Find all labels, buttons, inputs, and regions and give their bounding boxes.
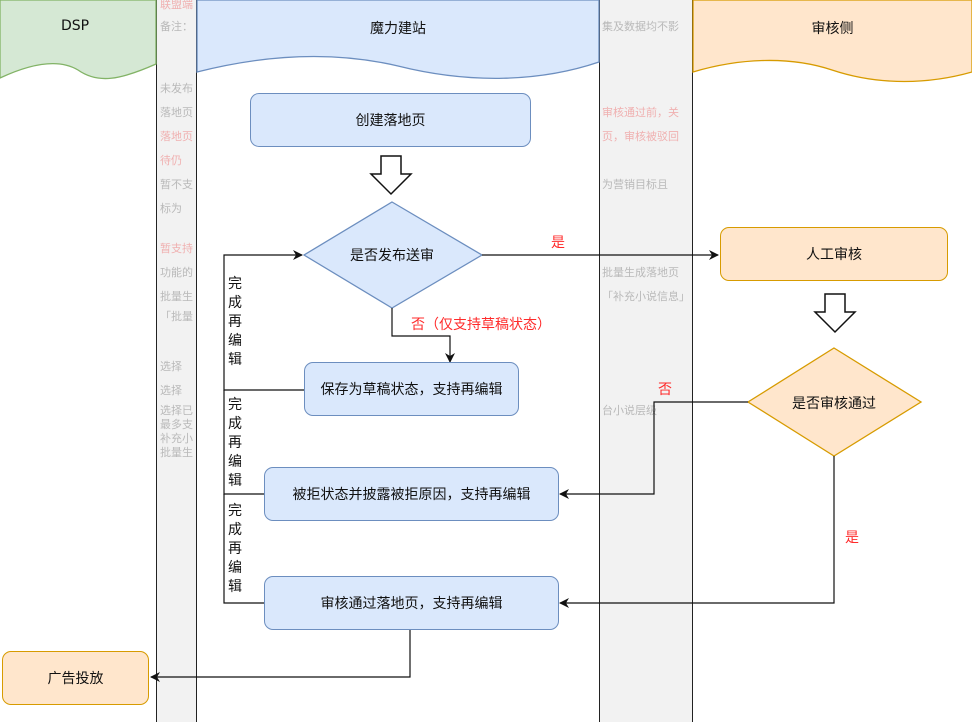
- bg-note: 审核通过前，关: [602, 106, 679, 119]
- approved-node[interactable]: 审核通过落地页，支持再编辑: [264, 576, 559, 630]
- create-landing-page-node[interactable]: 创建落地页: [250, 93, 531, 147]
- lane-header-dsp: [0, 0, 157, 80]
- lane-header-moli: [196, 0, 600, 79]
- bg-note: 选择已: [160, 404, 193, 417]
- manual-review-label: 人工审核: [806, 247, 862, 263]
- edge-to-ad-delivery: [150, 630, 411, 682]
- bg-note: 最多支: [160, 418, 193, 431]
- lane-title-moli: 魔力建站: [370, 21, 426, 37]
- bg-note: 暂支持: [160, 242, 193, 255]
- draft-node[interactable]: 保存为草稿状态，支持再编辑: [304, 362, 519, 416]
- lane-header-review: [692, 0, 972, 83]
- bg-note: 补充小: [160, 432, 193, 445]
- bg-note: 「批量: [160, 310, 193, 323]
- review-decision-label: 是否审核通过: [792, 396, 876, 412]
- lane-title-review: 审核侧: [811, 21, 854, 37]
- bg-note: 「补充小说信息」: [602, 290, 690, 303]
- bg-note: 备注：: [160, 20, 193, 33]
- loop-label-2: 完成再编辑: [226, 396, 244, 491]
- ad-delivery-node[interactable]: 广告投放: [2, 651, 149, 705]
- bg-note: 标为: [160, 202, 182, 215]
- bg-note: 批量生: [160, 446, 193, 459]
- bg-note: 页，审核被驳回: [602, 130, 679, 143]
- edge-label-yes-approve: 是: [845, 530, 859, 546]
- ad-delivery-label: 广告投放: [47, 671, 104, 687]
- hollow-down-arrow: [369, 155, 413, 196]
- edge-label-no-draft: 否（仅支持草稿状态）: [411, 317, 551, 333]
- hollow-down-arrow: [813, 293, 857, 334]
- manual-review-node[interactable]: 人工审核: [720, 227, 948, 281]
- edge-review-no: [559, 401, 748, 499]
- bg-note: 暂不支: [160, 178, 193, 191]
- loop-label-1: 完成再编辑: [226, 275, 244, 370]
- publish-decision-label: 是否发布送审: [350, 248, 434, 264]
- bg-note: 为营销目标且: [602, 178, 668, 191]
- lane-title-dsp: DSP: [60, 18, 90, 34]
- edge-label-no-reject: 否: [658, 382, 672, 398]
- loop-label-3: 完成再编辑: [226, 502, 244, 597]
- bg-note: 落地页: [160, 130, 193, 143]
- edge-publish-no: [391, 308, 455, 363]
- bg-note: 选择: [160, 384, 182, 397]
- bg-note: 待仍: [160, 154, 182, 167]
- bg-note: 联盟端: [160, 0, 193, 11]
- rejected-label: 被拒状态并披露被拒原因，支持再编辑: [292, 487, 531, 503]
- draft-label: 保存为草稿状态，支持再编辑: [320, 382, 503, 398]
- bg-note: 批量生成落地页: [602, 266, 679, 279]
- edge-loop-approved: [223, 494, 264, 604]
- approved-label: 审核通过落地页，支持再编辑: [320, 596, 503, 612]
- bg-note: 台小说层级: [602, 404, 657, 417]
- lane-separator-right: [599, 0, 693, 722]
- bg-note: 选择: [160, 360, 182, 373]
- lane-separator-left: [156, 0, 197, 722]
- edge-label-yes-publish: 是: [551, 235, 565, 251]
- bg-note: 落地页: [160, 106, 193, 119]
- bg-note: 功能的: [160, 266, 193, 279]
- bg-note: 未发布: [160, 82, 193, 95]
- bg-note: 集及数据均不影: [602, 20, 679, 33]
- rejected-node[interactable]: 被拒状态并披露被拒原因，支持再编辑: [264, 467, 559, 521]
- create-landing-page-label: 创建落地页: [355, 113, 426, 129]
- edge-review-yes: [559, 456, 835, 608]
- bg-note: 批量生: [160, 290, 193, 303]
- edge-loop-draft: [223, 250, 304, 391]
